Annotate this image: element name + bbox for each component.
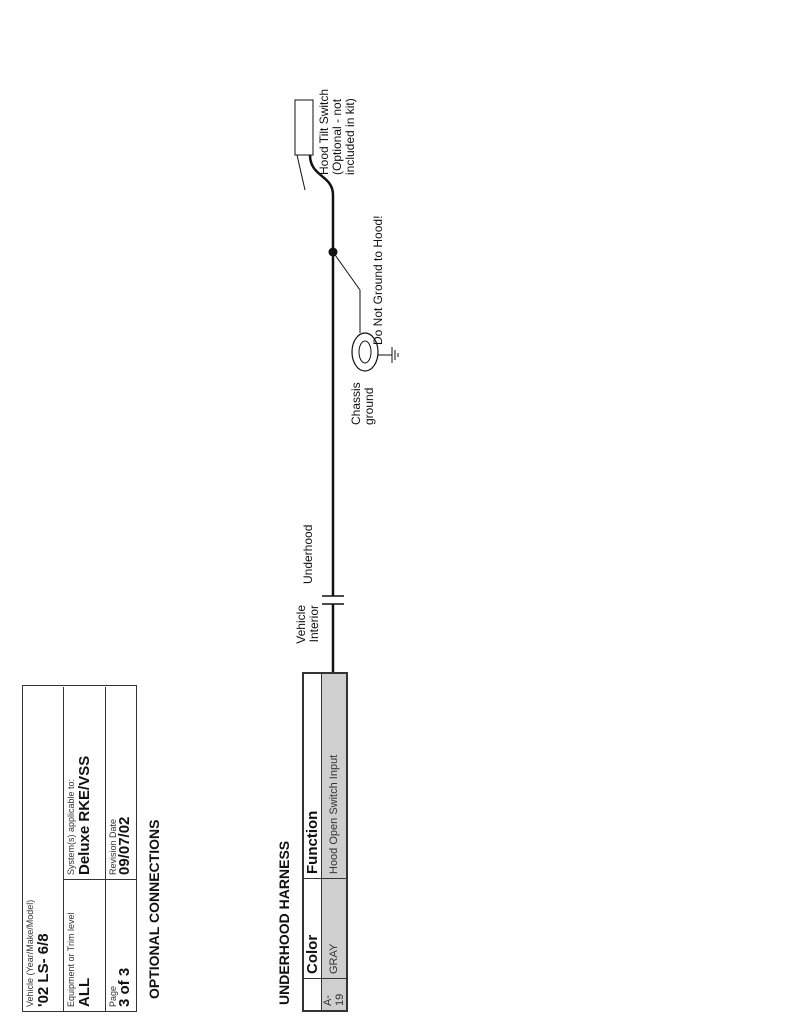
main-wire	[308, 154, 335, 672]
ring-terminal-icon	[351, 332, 379, 372]
chassis-ground-line2: ground	[362, 387, 376, 425]
ground-wire	[332, 251, 361, 333]
vehicle-interior-line2: Interior	[307, 605, 321, 643]
ground-warning: Do Not Ground to Hood!	[371, 215, 385, 345]
switch-label-line3: included in kit)	[343, 98, 357, 175]
hood-tilt-switch-label: Hood Tilt Switch (Optional - not include…	[317, 89, 357, 175]
junction-dot	[328, 247, 338, 257]
vehicle-interior-label: Vehicle Interior	[294, 605, 321, 655]
chassis-ground-label: Chassis ground	[349, 382, 376, 425]
underhood-label: Underhood	[301, 524, 315, 584]
hood-tilt-switch-icon	[294, 99, 314, 156]
switch-lead	[296, 154, 306, 191]
ground-symbol-icon	[378, 347, 399, 363]
